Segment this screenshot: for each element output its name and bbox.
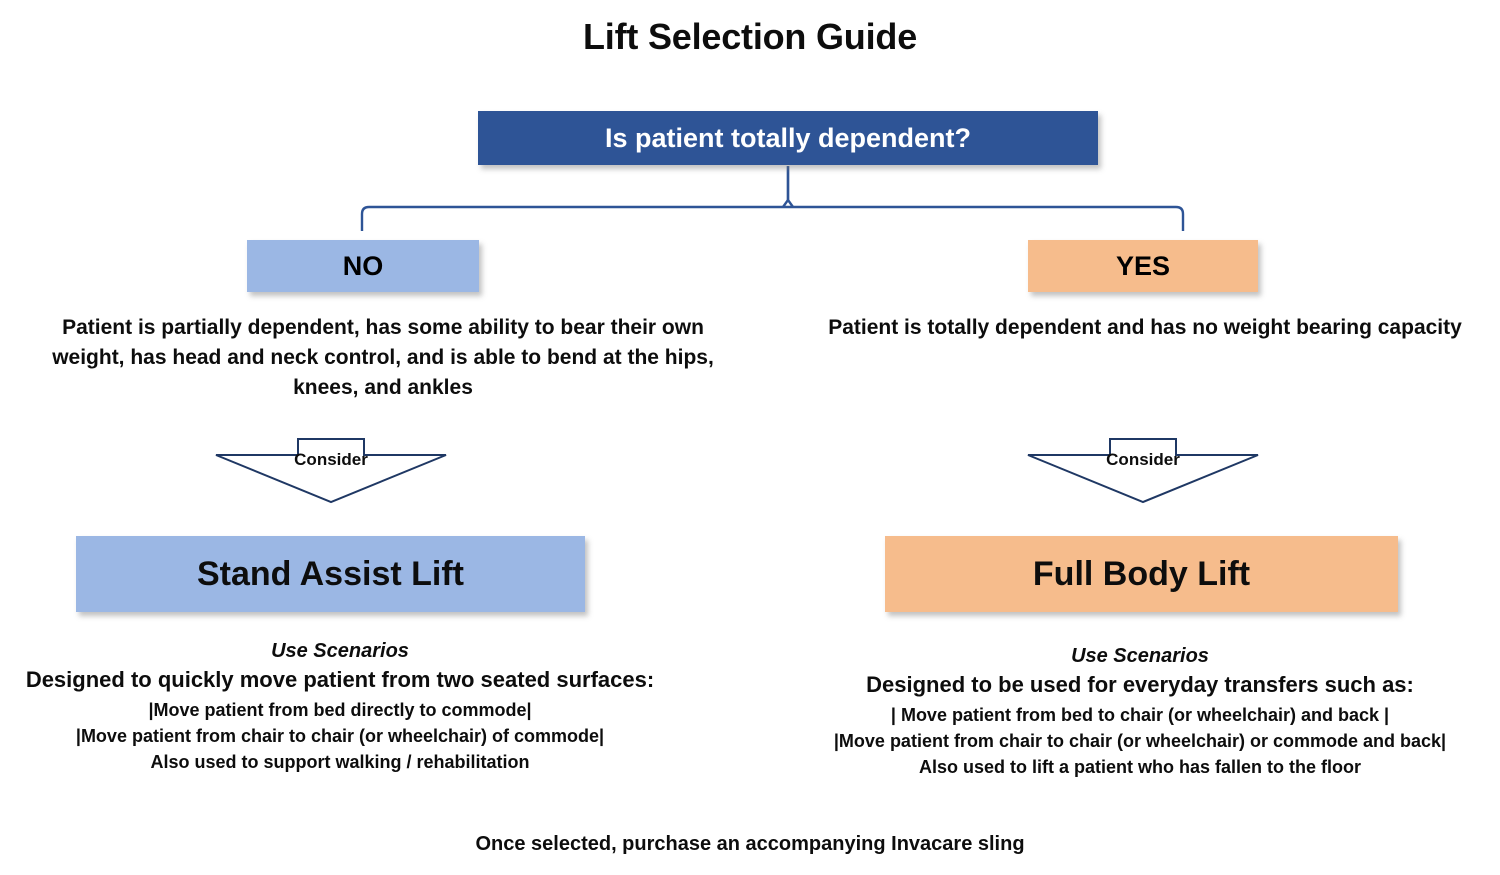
use-scenarios-lead: Designed to quickly move patient from tw… bbox=[25, 667, 655, 692]
page-title: Lift Selection Guide bbox=[582, 16, 918, 57]
use-scenario-item: Also used to lift a patient who has fall… bbox=[918, 757, 1362, 778]
branch-description-yes: Patient is totally dependent and has no … bbox=[828, 316, 1462, 339]
result-box-stand-assist-lift[interactable]: Stand Assist Lift bbox=[76, 536, 585, 612]
use-scenarios-heading: Use Scenarios bbox=[1071, 645, 1209, 667]
consider-label-left: Consider bbox=[294, 450, 368, 469]
use-scenarios-left: Use Scenarios Designed to quickly move p… bbox=[0, 640, 680, 775]
use-scenario-item: |Move patient from chair to chair (or wh… bbox=[833, 730, 1447, 751]
branch-box-yes[interactable]: YES bbox=[1028, 240, 1258, 292]
branch-description-no: Patient is partially dependent, has some… bbox=[52, 316, 714, 399]
footer-note: Once selected, purchase an accompanying … bbox=[475, 833, 1025, 855]
down-arrow-icon bbox=[1027, 438, 1259, 504]
use-scenario-item: |Move patient from bed directly to commo… bbox=[148, 699, 532, 720]
consider-arrow-left: Consider bbox=[214, 438, 448, 504]
use-scenario-item: Also used to support walking / rehabilit… bbox=[150, 752, 530, 773]
consider-arrow-right: Consider bbox=[1026, 438, 1260, 504]
result-box-full-body-lift[interactable]: Full Body Lift bbox=[885, 536, 1398, 612]
use-scenarios-right: Use Scenarios Designed to be used for ev… bbox=[810, 645, 1470, 780]
use-scenarios-heading: Use Scenarios bbox=[271, 640, 409, 662]
use-scenario-item: | Move patient from bed to chair (or whe… bbox=[890, 704, 1390, 725]
consider-label-right: Consider bbox=[1106, 450, 1180, 469]
use-scenarios-lead: Designed to be used for everyday transfe… bbox=[866, 672, 1414, 697]
use-scenario-item: |Move patient from chair to chair (or wh… bbox=[75, 725, 605, 746]
branch-box-no[interactable]: NO bbox=[247, 240, 479, 292]
down-arrow-icon bbox=[215, 438, 447, 504]
decision-box-question[interactable]: Is patient totally dependent? bbox=[478, 111, 1098, 165]
